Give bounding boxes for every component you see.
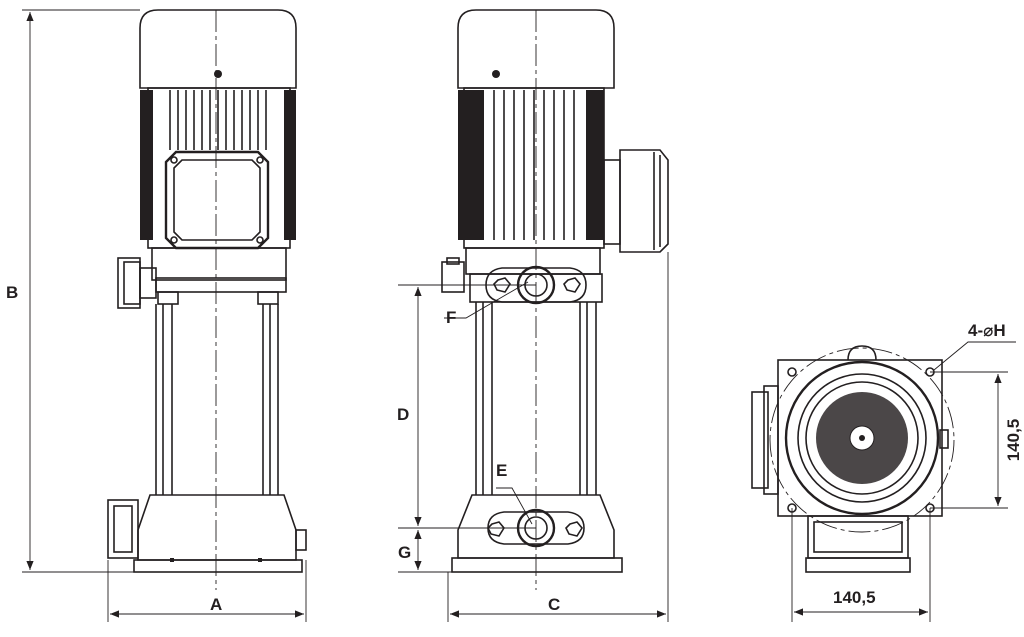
label-g: G bbox=[398, 543, 411, 562]
motor-fins-side bbox=[493, 90, 575, 240]
label-b: B bbox=[6, 283, 18, 302]
label-c: C bbox=[548, 595, 560, 614]
label-e: E bbox=[496, 461, 507, 480]
label-f: F bbox=[446, 308, 456, 327]
label-holes: 4-⌀H bbox=[968, 321, 1006, 340]
label-base-width: 140,5 bbox=[833, 588, 876, 607]
dimension-lines bbox=[22, 9, 1016, 622]
side-view bbox=[441, 9, 669, 590]
top-view bbox=[751, 345, 955, 573]
label-d: D bbox=[397, 405, 409, 424]
label-base-depth: 140,5 bbox=[1004, 419, 1023, 462]
front-view bbox=[107, 9, 307, 590]
motor-fins-front bbox=[169, 90, 267, 150]
label-a: A bbox=[210, 595, 222, 614]
